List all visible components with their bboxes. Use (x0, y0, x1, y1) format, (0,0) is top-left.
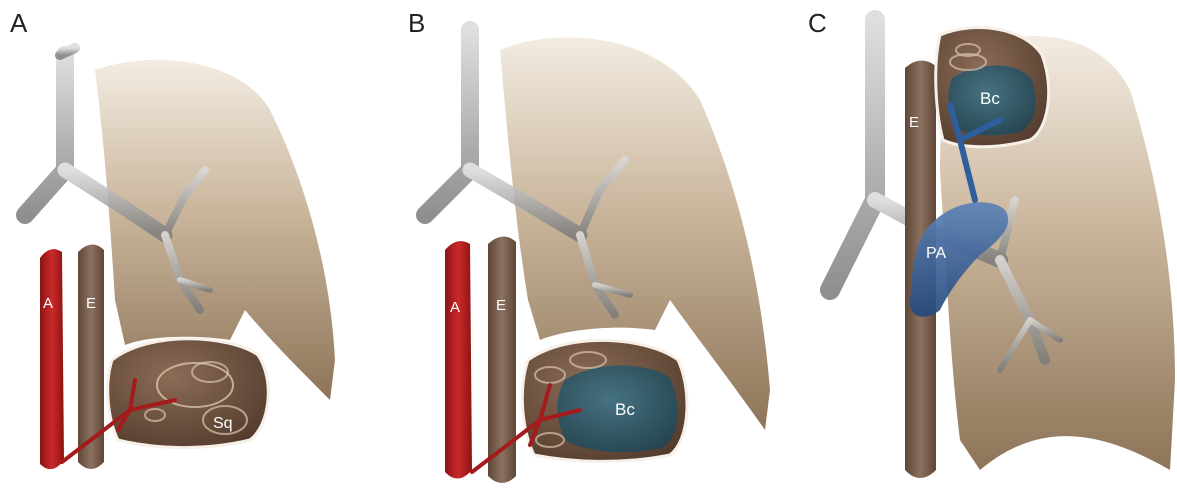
label-pulmonary-artery: PA (926, 245, 946, 262)
panel-letter: C (808, 8, 827, 39)
label-aorta: A (43, 295, 53, 312)
panel-c-illustration: E Bc PA (800, 0, 1177, 498)
label-lesion: Bc (615, 400, 635, 419)
label-esophagus: E (909, 114, 919, 131)
label-esophagus: E (496, 297, 506, 314)
label-lesion: Bc (980, 89, 1000, 108)
panel-b-illustration: A E Bc (400, 0, 780, 498)
panel-a: A A E Sq (0, 0, 380, 498)
panel-b: B A E Bc (400, 0, 780, 498)
panel-c: C E Bc PA (800, 0, 1177, 498)
lesion (936, 28, 1049, 147)
label-aorta: A (450, 299, 460, 316)
panel-letter: B (408, 8, 425, 39)
aorta (445, 241, 472, 478)
label-esophagus: E (86, 295, 96, 312)
panel-a-illustration: A E Sq (0, 0, 380, 498)
label-lesion: Sq (213, 415, 233, 432)
esophagus (488, 236, 516, 483)
aorta (40, 249, 64, 469)
panel-letter: A (10, 8, 27, 39)
